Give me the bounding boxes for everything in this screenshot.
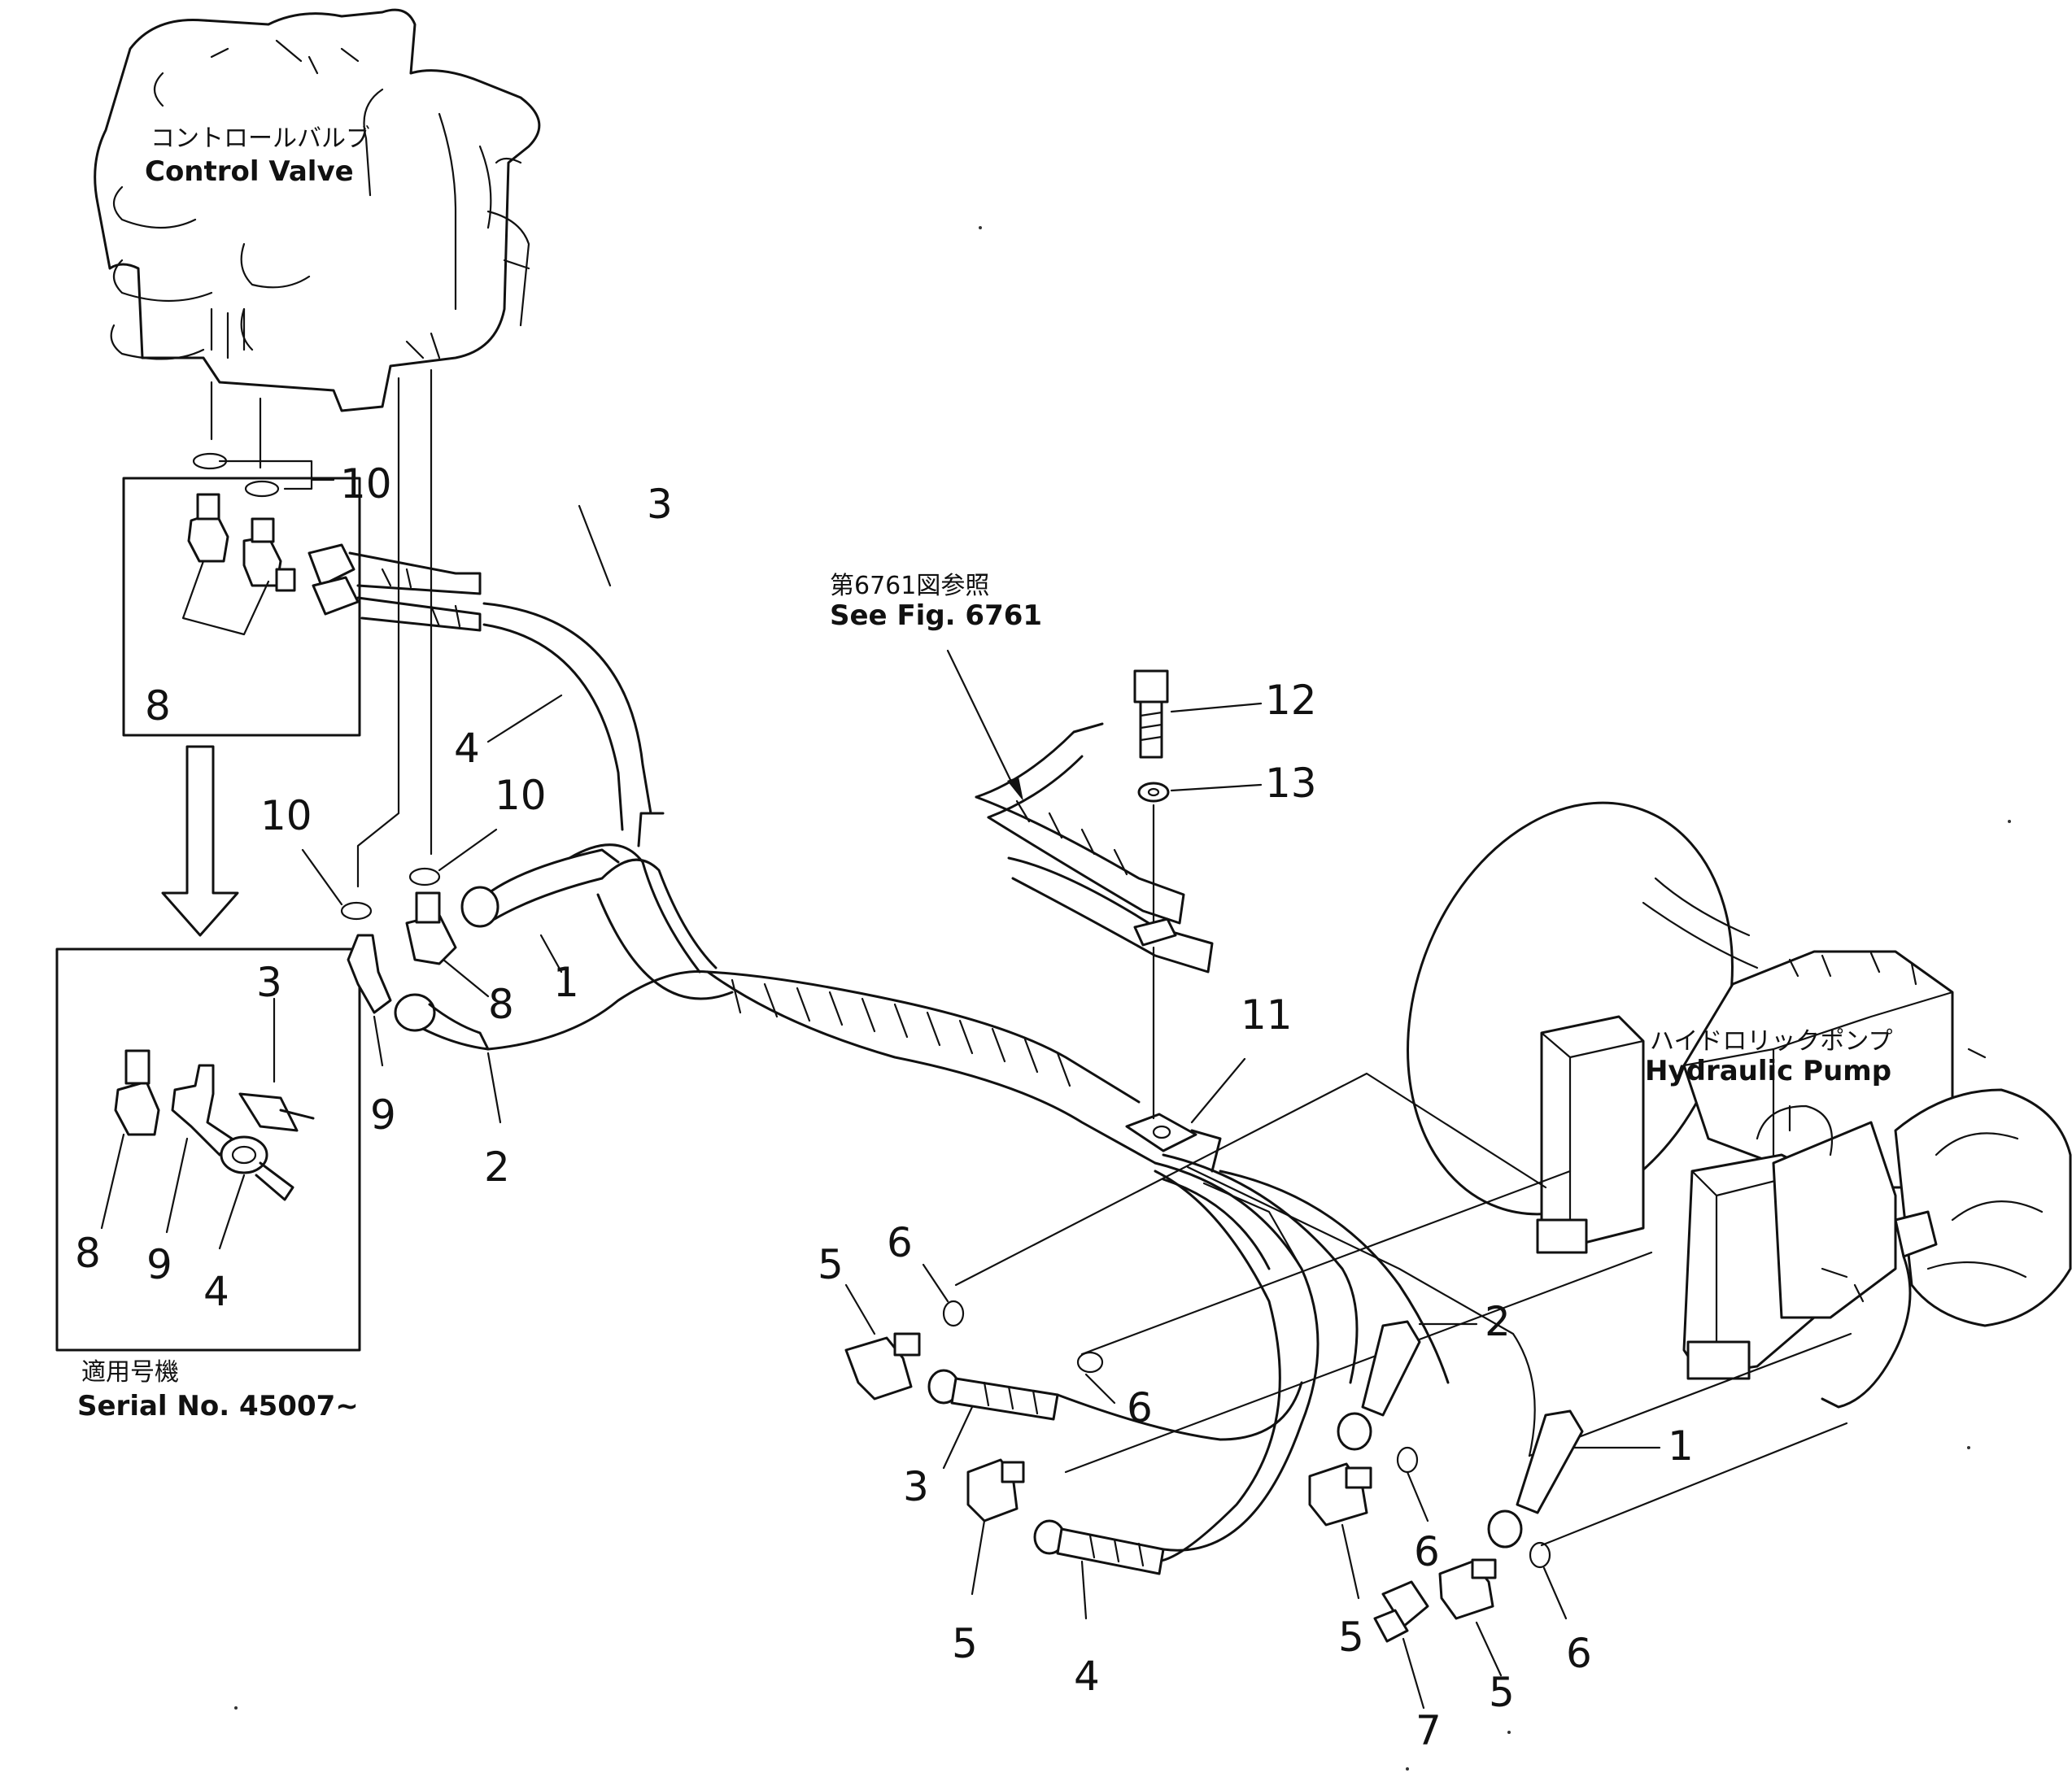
o-ring-10-right xyxy=(408,867,441,886)
bolt-12 xyxy=(1133,669,1169,759)
callout-10-left: 10 xyxy=(260,792,312,839)
hose-3-bottom-end xyxy=(927,1369,1303,1441)
leader-6a-to-pump xyxy=(954,1072,1547,1287)
hose-1-mid xyxy=(460,848,620,928)
callout-10-top: 10 xyxy=(340,460,392,507)
hose-2-mid xyxy=(394,993,490,1051)
fitting-8-mid xyxy=(405,891,457,965)
plug-7 xyxy=(1373,1580,1429,1643)
callout-9-inset: 9 xyxy=(146,1241,172,1288)
callout-8-inset: 8 xyxy=(75,1230,101,1277)
detail-box-serial xyxy=(55,947,361,1352)
callout-4-bottom: 4 xyxy=(1074,1653,1100,1700)
callout-6-d: 6 xyxy=(1566,1630,1592,1677)
see-fig-label-jp: 第6761図参照 xyxy=(830,572,989,600)
hose-1-right-end xyxy=(1487,1409,1584,1549)
hydraulic-pump-label-jp: ハイドロリックポンプ xyxy=(1650,1027,1893,1056)
callout-5-b: 5 xyxy=(952,1620,978,1667)
callout-3-top: 3 xyxy=(647,481,673,528)
callout-12: 12 xyxy=(1265,677,1317,724)
hydraulic-pump-label-en: Hydraulic Pump xyxy=(1645,1055,1891,1087)
o-ring-6-d xyxy=(1529,1541,1551,1569)
see-fig-arrow xyxy=(946,649,1014,786)
callout-5-d: 5 xyxy=(1489,1669,1515,1716)
fitting-5-b xyxy=(966,1458,1025,1522)
fitting-5-c xyxy=(1308,1462,1372,1527)
o-ring-top-b xyxy=(244,480,280,498)
control-valve-label-en: Control Valve xyxy=(145,155,354,188)
hydraulic-pump-drawing xyxy=(1407,801,2072,1409)
detail-box-upper xyxy=(122,477,361,737)
leader-6c-to-pump xyxy=(1064,1251,1653,1474)
callout-9-mid: 9 xyxy=(370,1091,396,1139)
hose-2-right-end xyxy=(1337,1320,1421,1451)
callout-8-box: 8 xyxy=(145,682,171,730)
callout-6-b: 6 xyxy=(1127,1384,1153,1431)
leader-6b-to-pump xyxy=(1080,1170,1572,1356)
callout-2-right: 2 xyxy=(1485,1298,1511,1345)
callout-5-c: 5 xyxy=(1338,1614,1364,1661)
hose-4-bottom-end xyxy=(1033,1422,1303,1575)
callout-3-inset: 3 xyxy=(256,959,282,1006)
callout-5-a: 5 xyxy=(818,1241,844,1288)
callout-8-mid: 8 xyxy=(488,981,514,1028)
control-valve-drawing xyxy=(94,8,541,469)
see-fig-label-en: See Fig. 6761 xyxy=(830,599,1042,632)
callout-10-right: 10 xyxy=(495,772,547,819)
callout-4-inset: 4 xyxy=(203,1268,229,1315)
washer-13 xyxy=(1137,782,1170,803)
callout-11: 11 xyxy=(1241,991,1293,1039)
scan-specks xyxy=(234,226,2011,1771)
fitting-5-a xyxy=(844,1332,921,1400)
control-valve-label-jp: コントロールバルブ xyxy=(150,124,370,153)
callout-7: 7 xyxy=(1416,1707,1442,1754)
serial-label-jp: 適用号機 xyxy=(81,1358,179,1387)
hose-bundle xyxy=(486,843,1450,1563)
elbow-fittings-upper xyxy=(181,493,482,636)
down-arrow xyxy=(161,745,239,937)
o-ring-10-left xyxy=(340,901,373,921)
bracket-11 xyxy=(1125,1113,1222,1173)
fitting-9-mid xyxy=(347,934,392,1014)
callout-2-mid: 2 xyxy=(484,1143,510,1191)
callout-1-mid: 1 xyxy=(553,959,579,1006)
see-fig-arrowhead xyxy=(1007,777,1023,801)
hose-4-upper xyxy=(482,623,624,831)
leader-6e-to-pump xyxy=(1540,1422,1848,1547)
o-ring-6-a xyxy=(942,1300,965,1327)
o-ring-6-b xyxy=(1076,1351,1104,1374)
wrapped-hose-detail xyxy=(975,722,1214,974)
hose-3-upper xyxy=(482,602,652,815)
callout-1-right: 1 xyxy=(1668,1422,1694,1470)
o-ring-6-c xyxy=(1396,1446,1419,1474)
fitting-5-d xyxy=(1438,1558,1497,1620)
serial-label-en: Serial No. 45007~ xyxy=(77,1390,359,1422)
callout-6-a: 6 xyxy=(887,1219,913,1266)
callout-4-mid: 4 xyxy=(454,725,480,772)
callout-3-bottom: 3 xyxy=(903,1463,929,1510)
callout-6-c: 6 xyxy=(1414,1528,1440,1575)
inset-fittings xyxy=(100,997,315,1250)
leader-6d-to-pump xyxy=(1528,1332,1852,1457)
callout-13: 13 xyxy=(1265,760,1317,807)
